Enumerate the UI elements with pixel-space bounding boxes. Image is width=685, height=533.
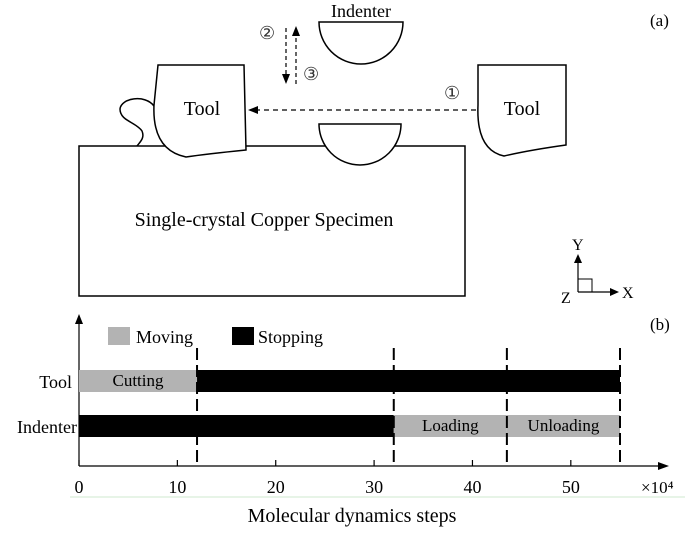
indenter-segment-stopping [79, 415, 394, 437]
chart-x-axis-arrow [658, 462, 669, 470]
indenter-segment-unloading-label: Unloading [528, 416, 600, 435]
indenter-segment-loading [393, 415, 507, 437]
left-tool-shape [153, 64, 247, 158]
step-1-marker: ① [444, 83, 460, 104]
row-label-tool: Tool [39, 372, 72, 392]
right-tool-shape [477, 64, 567, 157]
coordinate-axes: Y X Z [561, 237, 634, 307]
indenter-bottom-shape [318, 123, 402, 166]
x-multiplier-label: ×10⁴ [641, 478, 674, 497]
indenter-label: Indenter [331, 1, 391, 21]
specimen-block [78, 145, 466, 297]
x-axis-arrow-head [610, 288, 619, 296]
y-axis-label: Y [572, 237, 584, 254]
legend-label-stopping: Stopping [258, 327, 323, 347]
y-axis-arrow-head [574, 254, 582, 263]
chip-shape [119, 98, 155, 147]
up-arrow-head [292, 26, 300, 36]
x-tick-label: 40 [463, 477, 481, 497]
x-tick-label: 50 [562, 477, 580, 497]
specimen-label: Single-crystal Copper Specimen [135, 209, 394, 231]
tool-segment-cutting [79, 370, 198, 392]
z-axis-square [578, 278, 593, 292]
tool-segment-stopping [197, 370, 620, 392]
down-arrow-head [282, 74, 290, 84]
x-tick-label: 10 [168, 477, 186, 497]
tool-segment-cutting-label: Cutting [113, 371, 165, 390]
x-axis-title: Molecular dynamics steps [248, 505, 457, 527]
z-axis-label: Z [561, 290, 571, 307]
row-label-indenter: Indenter [17, 417, 77, 437]
legend-label-moving: Moving [136, 327, 193, 347]
left-tool-label: Tool [184, 98, 221, 120]
step-2-marker: ② [259, 23, 275, 44]
x-tick-label: 20 [267, 477, 285, 497]
chart-y-axis-arrow [75, 314, 83, 324]
x-tick-label: 30 [365, 477, 383, 497]
indenter-top-shape [318, 21, 404, 65]
cutting-arrow-head [248, 106, 258, 114]
panel-b-label: (b) [650, 315, 670, 334]
legend-swatch-stopping [232, 327, 254, 345]
panel-b: (b) Moving Stopping Tool Indenter Cuttin… [17, 314, 674, 527]
legend-swatch-moving [108, 327, 130, 345]
x-axis-label: X [622, 285, 634, 302]
x-tick-label: 0 [75, 477, 84, 497]
panel-a-label: (a) [650, 11, 669, 30]
indenter-segment-unloading [506, 415, 620, 437]
step-3-marker: ③ [303, 64, 319, 85]
right-tool-label: Tool [504, 98, 541, 120]
panel-a: (a) Single-crystal Copper Specimen Inden… [78, 1, 669, 307]
indenter-segment-loading-label: Loading [422, 416, 479, 435]
